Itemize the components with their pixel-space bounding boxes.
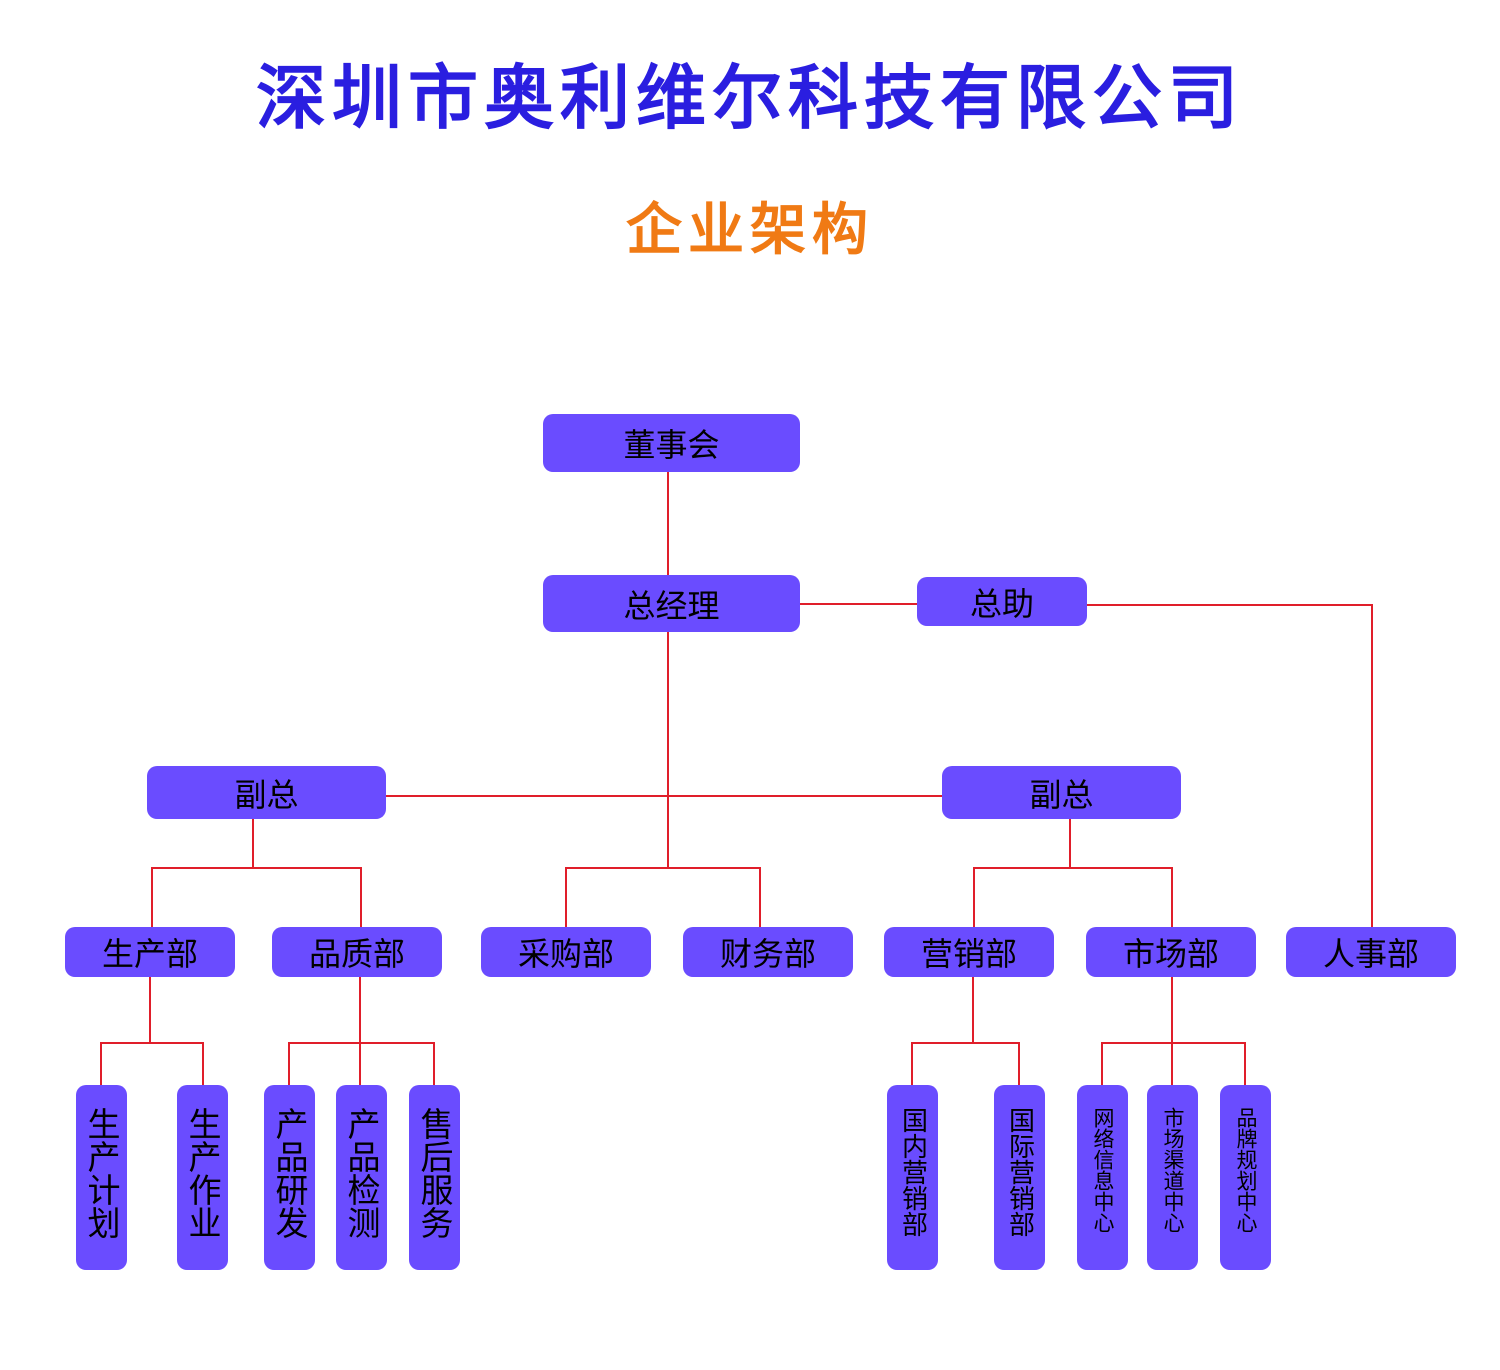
- node-finance: 财务部: [683, 927, 853, 977]
- node-inspection-label: 产品检测: [342, 1107, 381, 1239]
- node-vp-left: 副总: [147, 766, 386, 819]
- node-general-manager: 总经理: [543, 575, 800, 632]
- node-domestic-sales-label: 国内营销部: [897, 1107, 928, 1237]
- node-assistant: 总助: [917, 577, 1087, 626]
- node-production-ops: 生产作业: [177, 1085, 228, 1270]
- node-production: 生产部: [65, 927, 235, 977]
- node-intl-sales-label: 国际营销部: [1004, 1107, 1035, 1237]
- node-production-plan: 生产计划: [76, 1085, 127, 1270]
- node-rnd: 产品研发: [264, 1085, 315, 1270]
- node-intl-sales: 国际营销部: [994, 1085, 1045, 1270]
- node-purchasing: 采购部: [481, 927, 651, 977]
- node-board: 董事会: [543, 414, 800, 472]
- node-quality: 品质部: [272, 927, 442, 977]
- node-sales: 营销部: [884, 927, 1054, 977]
- node-after-sales-label: 售后服务: [415, 1107, 454, 1239]
- node-channel-label: 市场渠道中心: [1161, 1107, 1185, 1233]
- node-online-info: 网络信息中心: [1077, 1085, 1128, 1270]
- chart-subtitle: 企业架构: [626, 198, 874, 263]
- node-rnd-label: 产品研发: [270, 1107, 309, 1239]
- node-hr: 人事部: [1286, 927, 1456, 977]
- company-title: 深圳市奥利维尔科技有限公司: [256, 57, 1244, 139]
- node-domestic-sales: 国内营销部: [887, 1085, 938, 1270]
- node-production-plan-label: 生产计划: [82, 1107, 121, 1239]
- node-vp-right: 副总: [942, 766, 1181, 819]
- node-brand: 品牌规划中心: [1220, 1085, 1271, 1270]
- node-inspection: 产品检测: [336, 1085, 387, 1270]
- node-production-ops-label: 生产作业: [183, 1107, 222, 1239]
- node-online-info-label: 网络信息中心: [1091, 1107, 1115, 1233]
- node-after-sales: 售后服务: [409, 1085, 460, 1270]
- node-channel: 市场渠道中心: [1147, 1085, 1198, 1270]
- node-brand-label: 品牌规划中心: [1234, 1107, 1258, 1233]
- node-marketing: 市场部: [1086, 927, 1256, 977]
